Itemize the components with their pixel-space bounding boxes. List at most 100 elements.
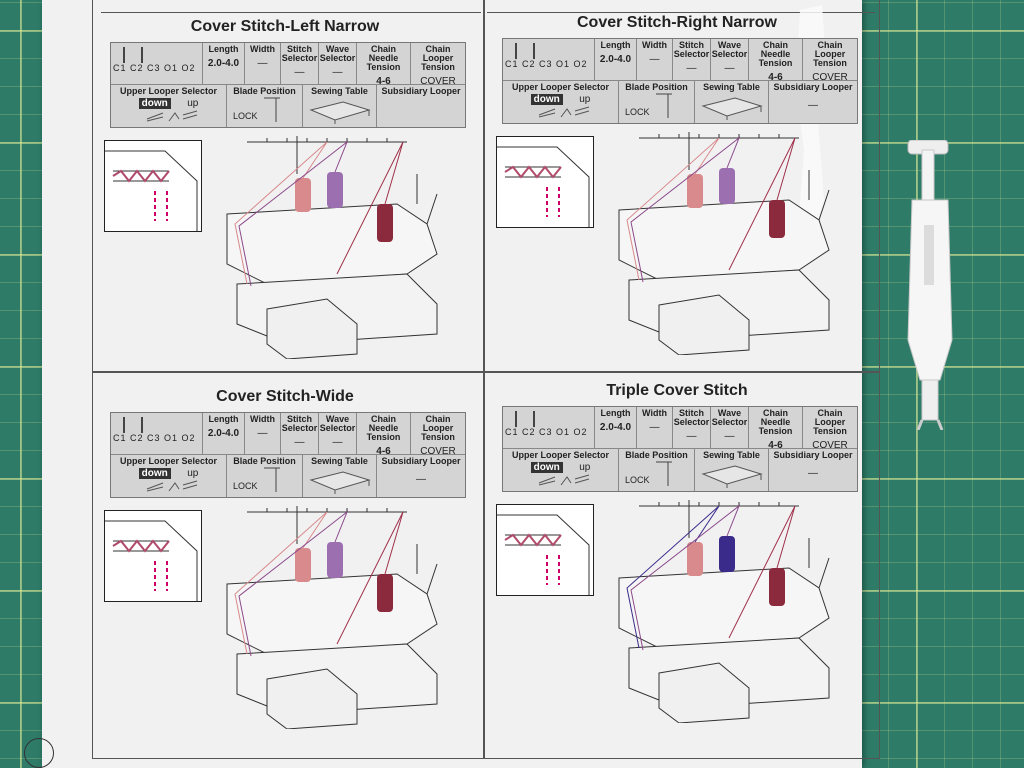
stitch-selector-label: Stitch Selector xyxy=(673,40,710,59)
down-badge: down xyxy=(138,468,171,479)
serger-machine-diagram xyxy=(618,132,830,355)
chain-looper-value: COVER xyxy=(812,440,848,451)
stitch-selector-label: Stitch Selector xyxy=(673,408,710,427)
width-cell: Width — xyxy=(637,407,673,449)
needle-labels: C1 C2 C3 O1 O2 xyxy=(505,59,588,69)
chain-needle-value: 4-6 xyxy=(768,440,783,451)
chain-looper-value: COVER xyxy=(420,446,456,457)
chain-looper-cell: Chain Looper Tension COVER xyxy=(803,407,857,451)
stitch-selector-cell: Stitch Selector — xyxy=(673,39,711,81)
top-divider-left xyxy=(101,0,481,13)
settings-table: C1 C2 C3 O1 O2 Length 2.0-4.0 Width — St… xyxy=(110,42,466,128)
settings-table: C1 C2 C3 O1 O2 Length 2.0-4.0 Width — St… xyxy=(110,412,466,498)
length-cell: Length 2.0-4.0 xyxy=(203,413,245,455)
stitch-selector-value: — xyxy=(686,431,697,442)
wave-selector-label: Wave Selector xyxy=(319,414,356,433)
subsidiary-looper-value: — xyxy=(808,100,818,111)
sewing-table-cell: Sewing Table xyxy=(303,85,377,127)
chain-needle-cell: Chain Needle Tension 4-6 xyxy=(749,39,803,83)
stitch-quadrant-2: Cover Stitch-Right Narrow C1 C2 C3 O1 O2… xyxy=(484,0,870,366)
subsidiary-looper-label: Subsidiary Looper xyxy=(381,86,461,96)
chain-needle-label: Chain Needle Tension xyxy=(366,44,401,72)
stitch-selector-cell: Stitch Selector — xyxy=(673,407,711,449)
upper-looper-label: Upper Looper Selector xyxy=(119,86,218,96)
length-label: Length xyxy=(208,44,239,54)
width-value: — xyxy=(257,428,268,439)
chain-looper-cell: Chain Looper Tension COVER xyxy=(411,413,465,457)
blade-value: LOCK xyxy=(625,107,650,117)
hole-punch-circle xyxy=(24,738,54,768)
wave-selector-cell: Wave Selector — xyxy=(319,43,357,85)
stitch-selector-label: Stitch Selector xyxy=(281,44,318,63)
wave-selector-value: — xyxy=(724,63,735,74)
stitch-selector-cell: Stitch Selector — xyxy=(281,413,319,455)
upper-looper-label: Upper Looper Selector xyxy=(511,82,610,92)
width-cell: Width — xyxy=(245,43,281,85)
serger-machine-diagram xyxy=(618,500,830,723)
wave-selector-cell: Wave Selector — xyxy=(711,39,749,81)
blade-label: Blade Position xyxy=(233,86,296,96)
sewing-table-label: Sewing Table xyxy=(703,450,760,460)
blade-position-cell: Blade Position LOCK xyxy=(619,81,695,123)
sewing-table-cell: Sewing Table xyxy=(303,455,377,497)
down-badge: down xyxy=(138,98,171,109)
serger-machine-diagram xyxy=(226,136,438,359)
wave-selector-value: — xyxy=(332,437,343,448)
down-badge: down xyxy=(530,462,563,473)
subsidiary-looper-cell: Subsidiary Looper xyxy=(377,85,465,127)
subsidiary-looper-label: Subsidiary Looper xyxy=(381,456,461,466)
length-label: Length xyxy=(208,414,239,424)
chain-looper-cell: Chain Looper Tension COVER xyxy=(803,39,857,83)
stitch-pattern-illustration xyxy=(497,146,590,227)
wave-selector-label: Wave Selector xyxy=(319,44,356,63)
subsidiary-looper-label: Subsidiary Looper xyxy=(773,82,853,92)
looper-selector-icon xyxy=(538,106,589,118)
needle-icon xyxy=(123,47,125,63)
sewing-table-icon xyxy=(700,465,763,488)
needle-positions: C1 C2 C3 O1 O2 xyxy=(111,43,203,85)
needle-icon xyxy=(515,43,517,59)
stitch-selector-value: — xyxy=(294,437,305,448)
needle-labels: C1 C2 C3 O1 O2 xyxy=(113,63,196,73)
blade-position-cell: Blade Position LOCK xyxy=(227,455,303,497)
sewing-table-label: Sewing Table xyxy=(703,82,760,92)
width-label: Width xyxy=(250,44,275,54)
stitch-selector-cell: Stitch Selector — xyxy=(281,43,319,85)
stitch-quadrant-4: Triple Cover Stitch C1 C2 C3 O1 O2 Lengt… xyxy=(484,368,870,734)
needle-positions: C1 C2 C3 O1 O2 xyxy=(503,39,595,81)
blade-label: Blade Position xyxy=(625,82,688,92)
blade-icon xyxy=(655,461,672,486)
up-label: up xyxy=(579,462,591,473)
chain-looper-label: Chain Looper Tension xyxy=(813,40,847,68)
chain-needle-value: 4-6 xyxy=(376,76,391,87)
stitch-title: Triple Cover Stitch xyxy=(606,382,748,399)
subsidiary-looper-cell: Subsidiary Looper — xyxy=(769,449,857,491)
wave-selector-label: Wave Selector xyxy=(711,408,748,427)
length-label: Length xyxy=(600,408,631,418)
needle-icon xyxy=(533,43,535,59)
width-label: Width xyxy=(642,408,667,418)
width-cell: Width — xyxy=(245,413,281,455)
upper-looper-cell: Upper Looper Selector down up xyxy=(503,81,619,123)
needle-icon xyxy=(515,411,517,427)
chain-looper-label: Chain Looper Tension xyxy=(421,44,455,72)
chain-looper-label: Chain Looper Tension xyxy=(421,414,455,442)
stitch-detail-inset xyxy=(104,510,202,602)
sewing-table-cell: Sewing Table xyxy=(695,449,769,491)
upper-looper-label: Upper Looper Selector xyxy=(119,456,218,466)
vertical-divider xyxy=(483,0,485,758)
length-value: 2.0-4.0 xyxy=(599,422,632,433)
stitch-title: Cover Stitch-Wide xyxy=(216,388,354,405)
wave-selector-cell: Wave Selector — xyxy=(319,413,357,455)
subsidiary-looper-value: — xyxy=(416,474,426,485)
subsidiary-looper-label: Subsidiary Looper xyxy=(773,450,853,460)
blade-value: LOCK xyxy=(625,475,650,485)
upper-looper-label: Upper Looper Selector xyxy=(511,450,610,460)
sewing-table-label: Sewing Table xyxy=(311,86,368,96)
length-value: 2.0-4.0 xyxy=(207,428,240,439)
chain-needle-cell: Chain Needle Tension 4-6 xyxy=(749,407,803,451)
length-label: Length xyxy=(600,40,631,50)
blade-label: Blade Position xyxy=(625,450,688,460)
stitch-quadrant-1: Cover Stitch-Left Narrow C1 C2 C3 O1 O2 … xyxy=(92,4,478,370)
needle-labels: C1 C2 C3 O1 O2 xyxy=(505,427,588,437)
